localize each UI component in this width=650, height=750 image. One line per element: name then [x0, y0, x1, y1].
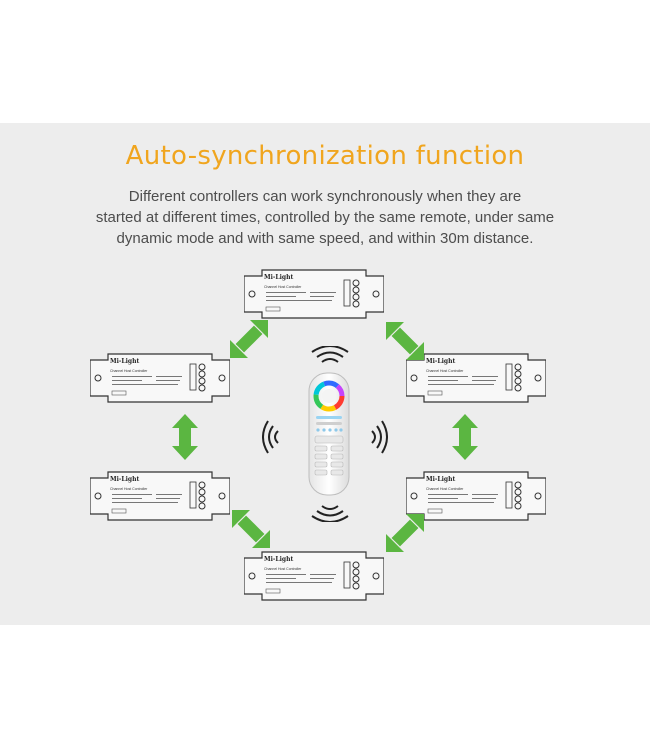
- controller-lower-left: Mi-Light Channel Host Controller: [90, 470, 230, 522]
- controller-model: Channel Host Controller: [426, 487, 464, 491]
- sync-arrow-icon: [386, 514, 424, 552]
- sync-arrow-icon: [230, 320, 268, 358]
- sync-arrow-icon: [386, 322, 424, 360]
- controller-body-icon: [244, 551, 384, 601]
- signal-waves-bottom-icon: [311, 505, 349, 522]
- feature-title: Auto-synchronization function: [125, 141, 525, 171]
- signal-waves-left-icon: [262, 420, 279, 454]
- controller-brand: Mi-Light: [264, 274, 294, 281]
- controller-lower-right: Mi-Light Channel Host Controller: [406, 470, 546, 522]
- feature-description: Different controllers can work synchrono…: [70, 186, 580, 249]
- controller-top: Mi-Light Channel Host Controller: [244, 268, 384, 320]
- controller-brand: Mi-Light: [426, 476, 456, 483]
- controller-model: Channel Host Controller: [110, 487, 148, 491]
- controller-body-icon: [406, 471, 546, 521]
- controller-body-icon: [244, 269, 384, 319]
- signal-waves-right-icon: [371, 420, 388, 454]
- description-line-1: Different controllers can work synchrono…: [128, 188, 522, 205]
- sync-arrow-icon: [452, 414, 478, 460]
- remote-control-icon: [308, 372, 350, 496]
- controller-body-icon: [90, 471, 230, 521]
- controller-model: Channel Host Controller: [110, 369, 148, 373]
- description-line-3: dynamic mode and with same speed, and wi…: [116, 230, 534, 247]
- controller-brand: Mi-Light: [110, 476, 140, 483]
- sync-arrow-icon: [232, 510, 270, 548]
- description-line-2: started at different times, controlled b…: [95, 209, 555, 226]
- controller-brand: Mi-Light: [110, 358, 140, 365]
- controller-upper-left: Mi-Light Channel Host Controller: [90, 352, 230, 404]
- controller-model: Channel Host Controller: [426, 369, 464, 373]
- controller-brand: Mi-Light: [264, 556, 294, 563]
- controller-body-icon: [90, 353, 230, 403]
- controller-model: Channel Host Controller: [264, 567, 302, 571]
- controller-bottom: Mi-Light Channel Host Controller: [244, 550, 384, 602]
- sync-arrow-icon: [172, 414, 198, 460]
- controller-model: Channel Host Controller: [264, 285, 302, 289]
- signal-waves-top-icon: [311, 346, 349, 363]
- controller-brand: Mi-Light: [426, 358, 456, 365]
